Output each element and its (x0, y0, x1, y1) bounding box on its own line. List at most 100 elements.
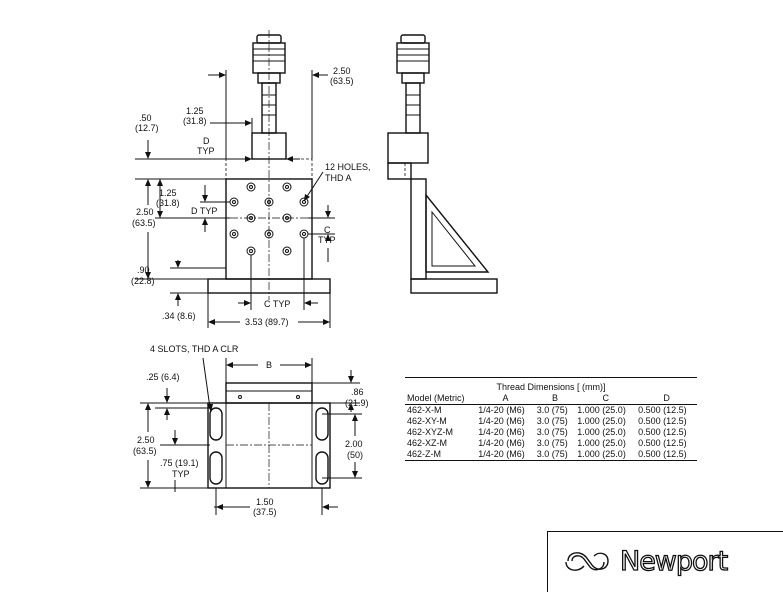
dim-75: .75 (19.1) (160, 458, 199, 468)
hole (299, 229, 309, 239)
table-cell: 1.000 (25.0) (577, 449, 626, 459)
top-dimension-lines (140, 357, 362, 515)
table-cell: 3.0 (75) (536, 405, 568, 415)
dim-90: .90 (137, 265, 150, 275)
table-cell: 0.500 (12.5) (638, 427, 687, 437)
slot (315, 451, 329, 485)
dim-2-50-top: 2.50 (333, 66, 351, 76)
dim-1-25-mm: (31.8) (183, 116, 207, 126)
thread-table-title: Thread Dimensions [ (mm)] (405, 377, 697, 393)
hole (246, 182, 256, 192)
hole (282, 213, 292, 223)
hole (246, 213, 256, 223)
slot (209, 407, 223, 441)
holes-label-2: THD A (325, 173, 352, 183)
c-typ-right-1: C (324, 225, 331, 235)
table-cell: 1/4-20 (M6) (478, 438, 525, 448)
hole (264, 229, 274, 239)
d-typ-top-1: D (203, 136, 210, 146)
dim-2-50-top-view-mm: (63.5) (133, 446, 157, 456)
dim-1-25: 1.25 (186, 106, 204, 116)
dim-2-00: 2.00 (345, 439, 363, 449)
table-header: Model (Metric) (407, 393, 465, 403)
hole (229, 229, 239, 239)
dim-2-50-top-mm: (63.5) (330, 76, 354, 86)
upper-carriage-outline (225, 158, 313, 180)
front-dimension-texts: 2.50 (63.5) 1.25 (31.8) .50 (12.7) D TYP… (131, 66, 371, 327)
slot (315, 407, 329, 441)
hole (282, 246, 292, 256)
newport-logo-text: Newport (619, 545, 729, 577)
slot (209, 451, 223, 485)
dim-75-typ: TYP (172, 469, 190, 479)
b-label: B (266, 360, 272, 370)
newport-swirl-icon (565, 552, 609, 571)
dim-2-50-side-mm: (63.5) (132, 218, 156, 228)
dim-86-mm: (21.9) (345, 398, 369, 408)
table-cell: 3.0 (75) (536, 416, 568, 426)
dim-1-25-side-mm: (31.8) (156, 198, 180, 208)
top-view: 4 SLOTS, THD A CLR B .25 (6.4) .86 (21.9… (133, 344, 369, 517)
table-cell: 1.000 (25.0) (577, 427, 626, 437)
dim-50: .50 (139, 113, 152, 123)
dim-50-mm: (12.7) (135, 123, 159, 133)
dim-2-50-side: 2.50 (136, 207, 154, 217)
table-cell: 0.500 (12.5) (638, 438, 687, 448)
hole (229, 197, 239, 207)
micrometer-front (251, 30, 287, 300)
table-header-row: Model (Metric) A B C D (405, 393, 697, 405)
table-cell: 0.500 (12.5) (638, 416, 687, 426)
table-header: D (663, 393, 670, 403)
table-row: 462-XZ-M 1/4-20 (M6) 3.0 (75) 1.000 (25.… (405, 438, 697, 449)
hole (282, 182, 292, 192)
front-view: 2.50 (63.5) 1.25 (31.8) .50 (12.7) D TYP… (131, 30, 371, 328)
table-cell: 0.500 (12.5) (638, 405, 687, 415)
table-header: C (602, 393, 609, 403)
dim-25: .25 (6.4) (146, 372, 180, 382)
table-cell: 3.0 (75) (536, 449, 568, 459)
slots-label: 4 SLOTS, THD A CLR (150, 344, 239, 354)
stage-base (207, 278, 331, 294)
side-view (387, 34, 498, 294)
dim-34: .34 (8.6) (162, 311, 196, 321)
bracket-gusset (425, 193, 490, 273)
table-cell: 1/4-20 (M6) (478, 449, 525, 459)
table-header: A (502, 393, 509, 403)
top-dimension-texts: 4 SLOTS, THD A CLR B .25 (6.4) .86 (21.9… (133, 344, 369, 517)
table-cell: 3.0 (75) (536, 427, 568, 437)
table-row: 462-Z-M 1/4-20 (M6) 3.0 (75) 1.000 (25.0… (405, 449, 697, 461)
table-cell: 462-XYZ-M (407, 427, 454, 437)
table-header: B (551, 393, 558, 403)
table-cell: 462-XY-M (407, 416, 447, 426)
hole (299, 197, 309, 207)
table-cell: 462-Z-M (407, 449, 442, 459)
dim-2-00-mm: (50) (347, 450, 363, 460)
c-typ-right-2: TYP (318, 235, 336, 245)
dim-90-mm: (22.8) (131, 276, 155, 286)
dim-1-50-mm: (37.5) (253, 507, 277, 517)
dim-1-25-side: 1.25 (159, 188, 177, 198)
angle-bracket-base (410, 278, 498, 294)
table-row: 462-XYZ-M 1/4-20 (M6) 3.0 (75) 1.000 (25… (405, 427, 697, 438)
table-cell: 3.0 (75) (536, 438, 568, 448)
table-cell: 1.000 (25.0) (577, 438, 626, 448)
d-typ-side: D TYP (191, 206, 217, 216)
table-row: 462-X-M 1/4-20 (M6) 3.0 (75) 1.000 (25.0… (405, 405, 697, 417)
dim-86: .86 (351, 387, 364, 397)
table-cell: 462-X-M (407, 405, 442, 415)
table-cell: 1.000 (25.0) (577, 416, 626, 426)
mounting-slots (209, 407, 329, 485)
angle-bracket-vertical (410, 178, 427, 280)
thread-dimensions-table: Thread Dimensions [ (mm)] Model (Metric)… (405, 377, 697, 461)
table-cell: 1/4-20 (M6) (478, 416, 525, 426)
d-typ-top-2: TYP (197, 146, 215, 156)
dim-2-50-top-view: 2.50 (137, 435, 155, 445)
table-row: 462-XY-M 1/4-20 (M6) 3.0 (75) 1.000 (25.… (405, 416, 697, 427)
dim-3-53: 3.53 (89.7) (245, 317, 289, 327)
hole (246, 246, 256, 256)
top-carriage (225, 382, 313, 404)
table-cell: 1.000 (25.0) (577, 405, 626, 415)
c-typ-bottom: C TYP (264, 299, 290, 309)
holes-label-1: 12 HOLES, (325, 162, 371, 172)
